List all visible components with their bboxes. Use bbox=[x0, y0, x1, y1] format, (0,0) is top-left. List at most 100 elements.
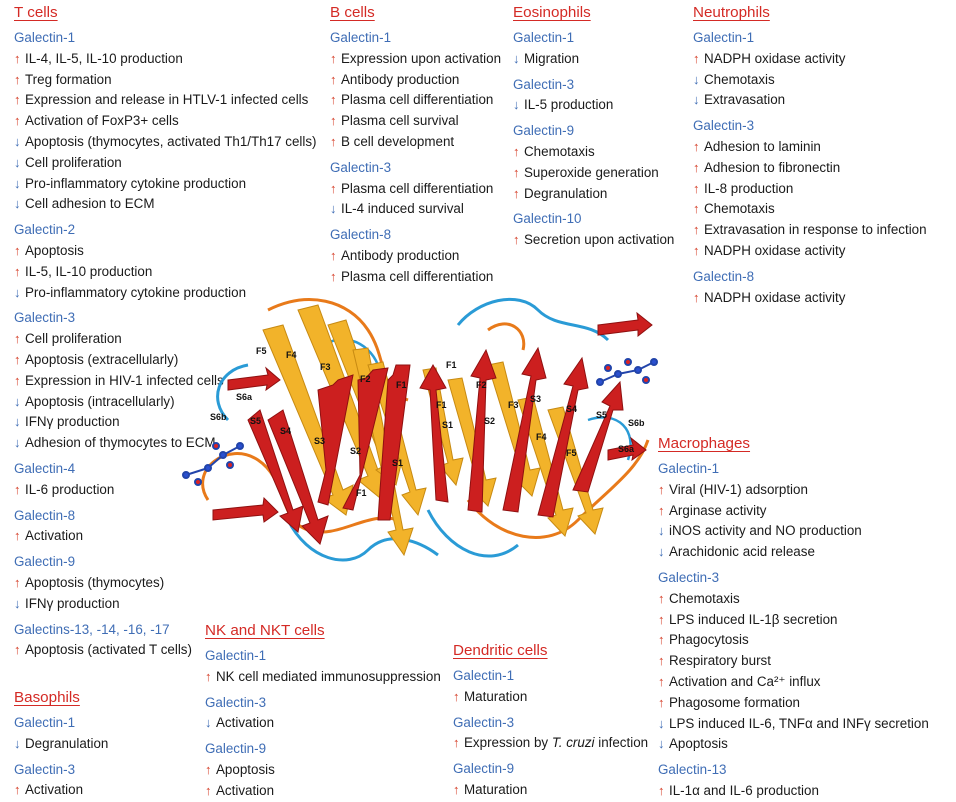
strand-label: F2 bbox=[476, 380, 487, 390]
galectin-heading: Galectin-3 bbox=[14, 310, 76, 326]
galectin-heading: Galectin-3 bbox=[205, 694, 267, 710]
strand-label: S3 bbox=[530, 394, 541, 404]
arrow-down-icon: ↓ bbox=[205, 715, 212, 731]
galectin-heading: Galectin-1 bbox=[14, 715, 76, 730]
effect-text: Apoptosis bbox=[25, 242, 84, 258]
arrow-down-icon: ↓ bbox=[513, 97, 520, 113]
galectin-heading: Galectin-3 bbox=[513, 76, 575, 92]
effect-text: Extravasation bbox=[704, 92, 786, 108]
galectin-heading: Galectin-1 bbox=[658, 461, 720, 476]
arrow-up-icon: ↑ bbox=[14, 263, 21, 279]
effect-text: Treg formation bbox=[25, 71, 112, 87]
strand-label: S5 bbox=[250, 416, 261, 426]
arrow-up-icon: ↑ bbox=[693, 242, 700, 258]
neutrophils-title: Neutrophils bbox=[693, 4, 770, 21]
galectin-heading: Galectins-13, -14, -16, -17 bbox=[14, 621, 170, 637]
strand-label: S6a bbox=[618, 444, 635, 454]
strand-label: S5 bbox=[596, 410, 607, 420]
arrow-down-icon: ↓ bbox=[14, 175, 21, 191]
effect-item: ↑Arginase activity bbox=[658, 501, 929, 522]
strand-label: S3 bbox=[314, 436, 325, 446]
effect-text: Apoptosis bbox=[669, 736, 728, 752]
arrow-down-icon: ↓ bbox=[658, 715, 665, 731]
arrow-up-icon: ↑ bbox=[693, 222, 700, 238]
b-cells-title: B cells bbox=[330, 4, 375, 21]
effect-item: ↑Adhesion to fibronectin bbox=[693, 158, 927, 179]
effect-item: ↑Plasma cell differentiation bbox=[330, 179, 501, 200]
arrow-down-icon: ↓ bbox=[513, 50, 520, 66]
strand-label: S4 bbox=[280, 426, 291, 436]
effect-text: IL-1α and IL-6 production bbox=[669, 782, 819, 798]
effect-text: Antibody production bbox=[341, 71, 460, 87]
effect-text: LPS induced IL-1β secretion bbox=[669, 611, 838, 627]
arrow-down-icon: ↓ bbox=[14, 196, 21, 212]
effect-item: ↓Apoptosis (thymocytes, activated Th1/Th… bbox=[14, 132, 317, 153]
effect-text: Arginase activity bbox=[669, 502, 767, 518]
arrow-down-icon: ↓ bbox=[14, 393, 21, 409]
galectin-heading: Galectin-13 bbox=[658, 762, 727, 778]
arrow-up-icon: ↑ bbox=[330, 92, 337, 108]
galectin-heading: Galectin-4 bbox=[14, 460, 76, 476]
effect-item: ↑Activation of FoxP3+ cells bbox=[14, 111, 317, 132]
effect-text: Viral (HIV-1) adsorption bbox=[669, 481, 808, 497]
galectin-heading: Galectin-1 bbox=[14, 30, 76, 45]
arrow-up-icon: ↑ bbox=[14, 574, 21, 590]
effect-item: ↓iNOS activity and NO production bbox=[658, 521, 929, 542]
strand-label: F3 bbox=[320, 362, 331, 372]
effect-text: LPS induced IL-6, TNFα and INFγ secretio… bbox=[669, 715, 929, 731]
effect-item: ↑Activation bbox=[14, 780, 108, 801]
galectin-heading: Galectin-9 bbox=[14, 554, 76, 570]
arrow-up-icon: ↑ bbox=[14, 71, 21, 87]
arrow-down-icon: ↓ bbox=[14, 435, 21, 451]
effect-text: Apoptosis (activated T cells) bbox=[25, 642, 192, 658]
arrow-down-icon: ↓ bbox=[14, 595, 21, 611]
effect-item: ↑Plasma cell differentiation bbox=[330, 90, 501, 111]
effect-text: Maturation bbox=[464, 781, 528, 797]
effect-item: ↑Degranulation bbox=[513, 184, 674, 205]
nk-nkt-cells-title: NK and NKT cells bbox=[205, 622, 325, 639]
effect-text: Respiratory burst bbox=[669, 653, 771, 669]
arrow-up-icon: ↑ bbox=[658, 782, 665, 798]
strand-label: S1 bbox=[392, 458, 403, 468]
effect-item: ↓Adhesion of thymocytes to ECM bbox=[14, 433, 317, 454]
effect-text: Chemotaxis bbox=[669, 590, 740, 606]
effect-item: ↓Degranulation bbox=[14, 734, 108, 755]
strand-label: F5 bbox=[566, 448, 577, 458]
effect-item: ↑Activation bbox=[205, 781, 441, 802]
effect-text: B cell development bbox=[341, 133, 455, 149]
effect-text: Antibody production bbox=[341, 247, 460, 263]
strand-label: S6b bbox=[210, 412, 227, 422]
effect-item: ↑Plasma cell survival bbox=[330, 111, 501, 132]
effect-item: ↑Chemotaxis bbox=[693, 199, 927, 220]
arrow-up-icon: ↑ bbox=[205, 668, 212, 684]
left-monomer: F5 F4 F3 F2 F1 S6a S6b S5 S4 S3 S2 S1 F1 bbox=[182, 298, 439, 562]
arrow-up-icon: ↑ bbox=[205, 761, 212, 777]
arrow-up-icon: ↑ bbox=[14, 528, 21, 544]
galectin-heading: Galectin-1 bbox=[513, 30, 575, 45]
effect-text: Adhesion to laminin bbox=[704, 138, 821, 154]
effect-text: Phagocytosis bbox=[669, 632, 749, 648]
effect-text: Extravasation in response to infection bbox=[704, 222, 927, 238]
effect-text: Degranulation bbox=[25, 735, 109, 751]
arrow-up-icon: ↑ bbox=[14, 642, 21, 658]
effect-item: ↑Activation bbox=[14, 526, 317, 547]
arrow-up-icon: ↑ bbox=[658, 632, 665, 648]
effect-text: Activation bbox=[216, 782, 275, 798]
effect-text: Plasma cell differentiation bbox=[341, 268, 494, 284]
strand-label: S6b bbox=[628, 418, 645, 428]
effect-item: ↑Plasma cell differentiation bbox=[330, 267, 501, 288]
effect-item: ↓Migration bbox=[513, 49, 674, 70]
effect-item: ↑Maturation bbox=[453, 687, 648, 708]
effect-item: ↑Extravasation in response to infection bbox=[693, 220, 927, 241]
effect-text: Pro-inflammatory cytokine production bbox=[25, 175, 247, 191]
effect-item: ↑NK cell mediated immunosuppression bbox=[205, 667, 441, 688]
effect-item: ↑Apoptosis (thymocytes) bbox=[14, 573, 317, 594]
effect-text: Superoxide generation bbox=[524, 164, 659, 180]
arrow-up-icon: ↑ bbox=[14, 92, 21, 108]
arrow-down-icon: ↓ bbox=[330, 201, 337, 217]
galectin-heading: Galectin-9 bbox=[513, 123, 575, 139]
